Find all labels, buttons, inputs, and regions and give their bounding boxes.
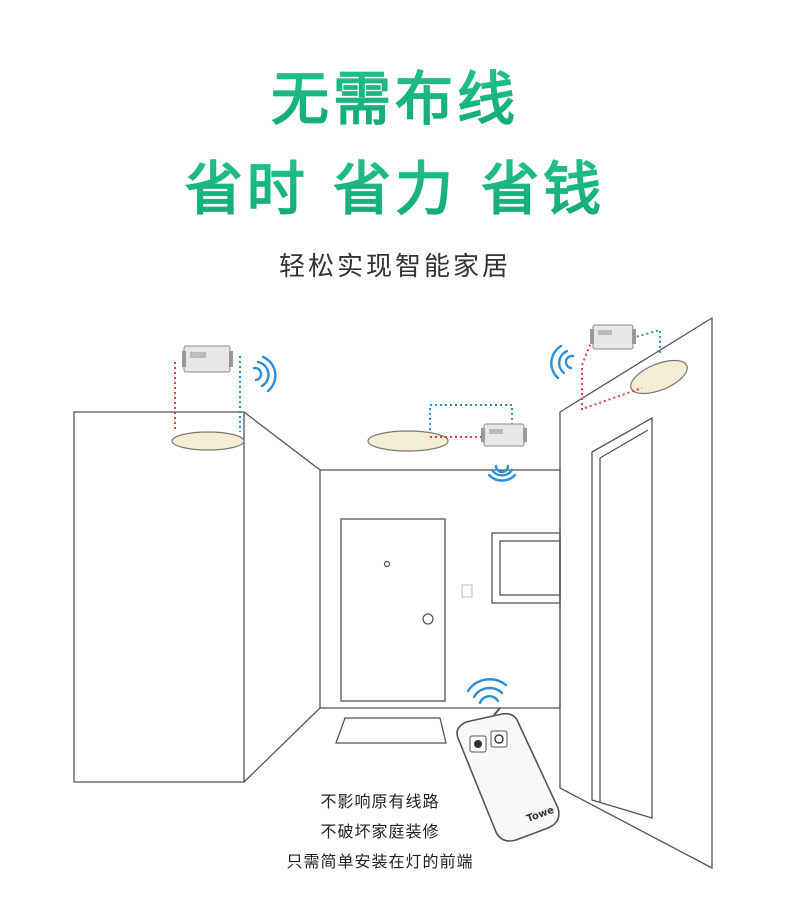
door — [340, 518, 446, 702]
left-corridor-wall — [243, 411, 321, 783]
wire-red-right — [584, 387, 643, 409]
lamp-left — [171, 431, 245, 451]
wall-panel — [491, 532, 561, 604]
wire-blue-center — [429, 404, 513, 430]
headline-line-1: 无需布线 — [0, 52, 790, 136]
lamp-center — [367, 430, 449, 452]
receiver-modules — [182, 324, 636, 447]
door-peephole — [383, 560, 391, 568]
subtitle: 轻松实现智能家居 — [278, 252, 511, 282]
module-center — [481, 423, 527, 447]
signal-icon — [550, 344, 575, 380]
room-illustration: Towe — [73, 316, 713, 870]
back-wall — [320, 469, 561, 709]
doormat — [335, 717, 447, 744]
signal-icon — [252, 355, 277, 393]
wall-panel-inner — [499, 540, 561, 596]
wire-red-right-up — [581, 339, 593, 410]
right-door-top — [599, 429, 649, 459]
note-line-3: 只需简单安装在灯的前端 — [286, 852, 474, 871]
module-right — [590, 324, 636, 350]
wire-blue-right — [631, 328, 661, 355]
note-line-1: 不影响原有线路 — [320, 792, 440, 811]
remote-control: Towe — [456, 707, 560, 842]
wall-switch — [461, 584, 473, 598]
signal-icon — [487, 464, 517, 482]
note-line-2: 不破坏家庭装修 — [320, 822, 440, 841]
module-left — [182, 345, 233, 373]
remote-button-off — [490, 730, 508, 748]
headline-line-2: 省时 省力 省钱 — [0, 142, 790, 226]
left-wall — [73, 411, 245, 783]
right-wall — [559, 316, 713, 870]
ceiling-lamps — [171, 359, 688, 452]
lamp-right — [630, 359, 688, 395]
signal-icon — [466, 678, 508, 705]
right-door-frame — [591, 416, 653, 819]
door-knob — [422, 613, 434, 625]
